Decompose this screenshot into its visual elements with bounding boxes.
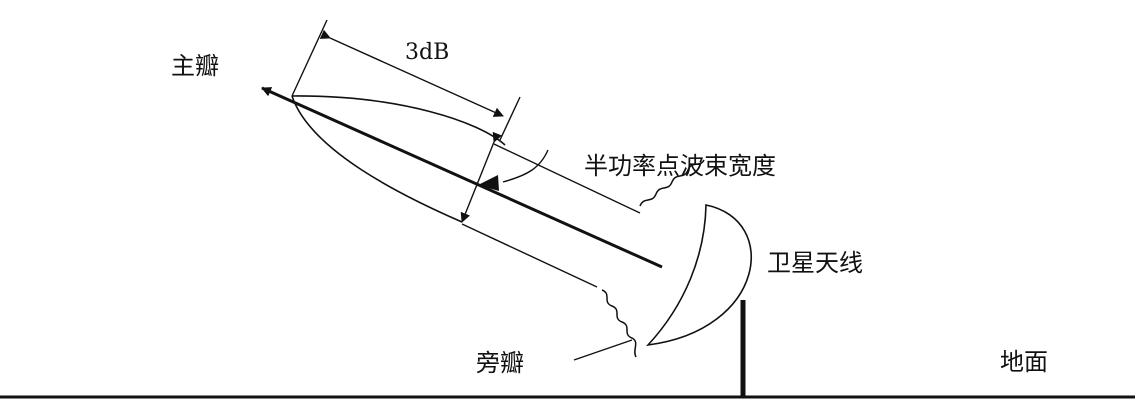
three-db-extension-right <box>499 96 521 141</box>
side-lobe-leader <box>573 339 633 361</box>
ground-label: 地面 <box>1000 348 1048 376</box>
side-lobe-label: 旁瓣 <box>476 349 524 377</box>
upper-side-lobe <box>639 159 705 207</box>
main-lobe-label: 主瓣 <box>171 52 219 80</box>
beamwidth-dimension-line <box>460 131 502 223</box>
satellite-dish <box>645 204 752 347</box>
beamwidth-leader <box>502 149 549 183</box>
lower-side-lobe <box>601 289 637 358</box>
satellite-antenna-label: 卫星天线 <box>767 249 863 277</box>
half-power-beamwidth-label: 半功率点波束宽度 <box>584 152 776 180</box>
three-db-dimension-line <box>319 29 504 117</box>
lower-guide-line <box>461 223 598 288</box>
three-db-label: 3dB <box>405 40 450 65</box>
three-db-extension-left <box>291 19 328 97</box>
upper-guide-line <box>493 143 641 214</box>
beamwidth-leader-arrowhead <box>478 175 499 191</box>
